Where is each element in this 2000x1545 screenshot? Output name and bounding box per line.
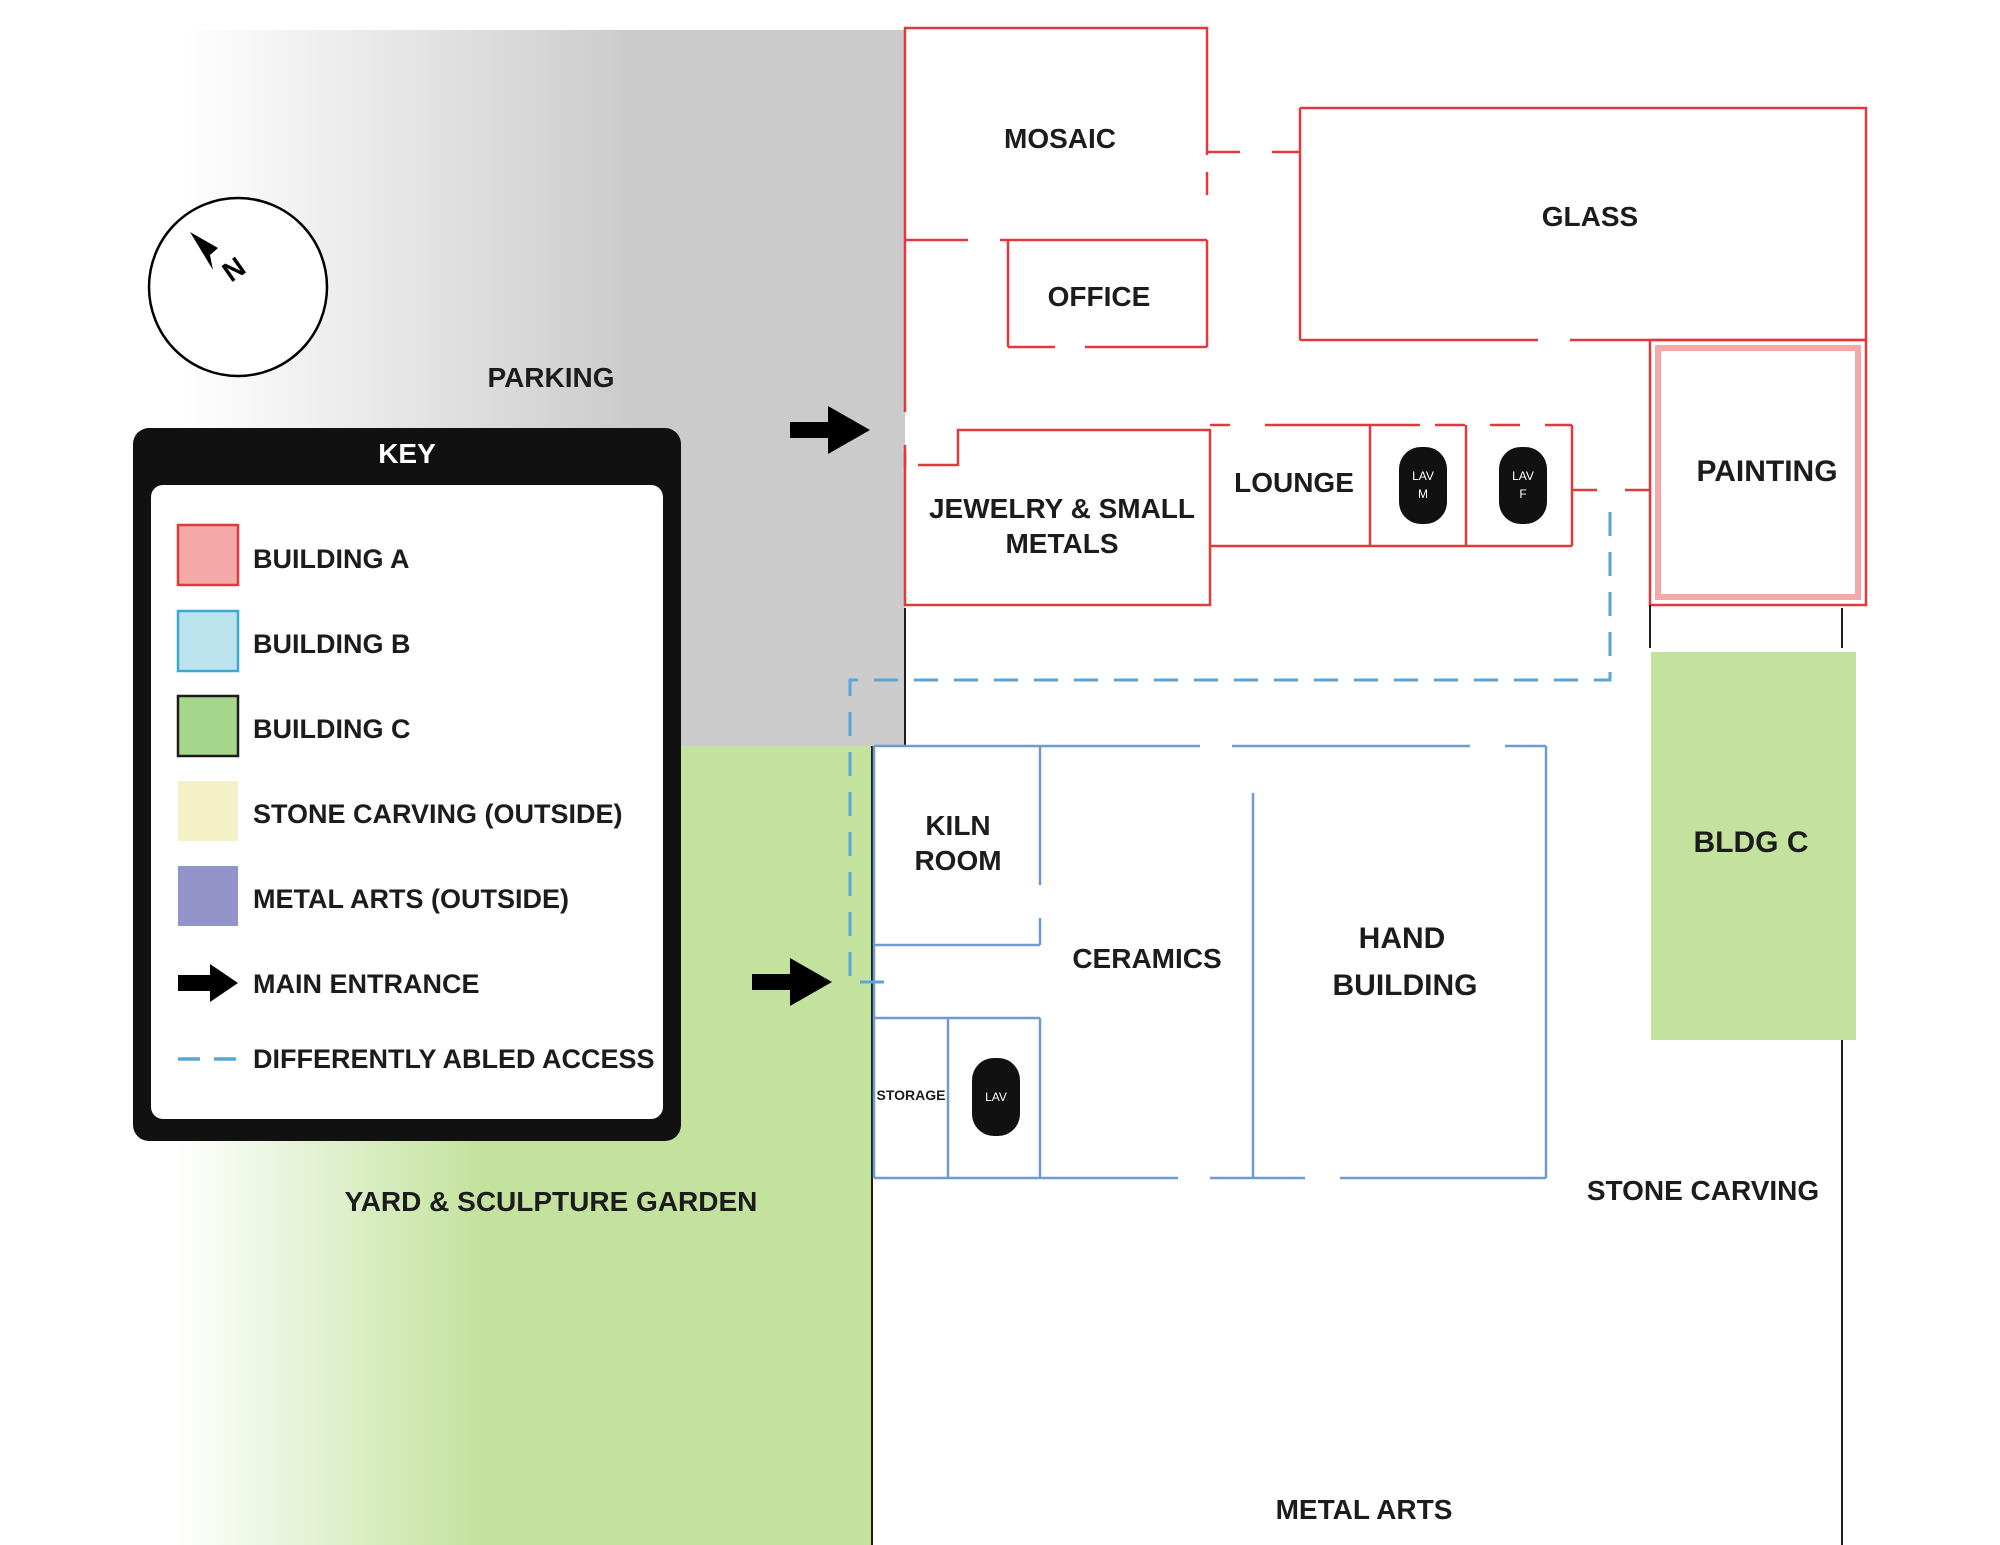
legend: KEY BUILDING A BUILDING B BUILDING C STO… xyxy=(133,428,681,1141)
svg-text:MAIN ENTRANCE: MAIN ENTRANCE xyxy=(253,969,480,999)
stone-carving-label: STONE CARVING xyxy=(1587,1175,1819,1206)
legend-item-building-c: BUILDING C xyxy=(176,694,411,758)
room-lounge: LOUNGE xyxy=(1234,467,1354,498)
svg-text:METAL ARTS (OUTSIDE): METAL ARTS (OUTSIDE) xyxy=(253,884,569,914)
metal-arts-label: METAL ARTS xyxy=(1276,1494,1453,1525)
svg-text:M: M xyxy=(1418,487,1428,501)
room-ceramics: CERAMICS xyxy=(1072,943,1221,974)
room-painting: PAINTING xyxy=(1696,455,1837,488)
legend-item-building-b: BUILDING B xyxy=(176,609,411,673)
legend-item-metal-arts: METAL ARTS (OUTSIDE) xyxy=(178,866,569,926)
site-boundary xyxy=(871,608,1843,1545)
building-c-label: BLDG C xyxy=(1694,826,1809,859)
svg-text:BUILDING A: BUILDING A xyxy=(253,544,410,574)
arrow-right-icon xyxy=(790,406,870,454)
room-kiln-line1: KILN xyxy=(925,810,990,841)
svg-text:STONE CARVING (OUTSIDE): STONE CARVING (OUTSIDE) xyxy=(253,799,623,829)
svg-text:LAV: LAV xyxy=(1512,469,1534,483)
room-hand-line2: BUILDING xyxy=(1333,969,1478,1002)
svg-text:LAV: LAV xyxy=(1412,469,1434,483)
building-b xyxy=(872,744,1548,1180)
room-jewelry-line1: JEWELRY & SMALL xyxy=(929,493,1195,524)
svg-text:BUILDING C: BUILDING C xyxy=(253,714,411,744)
arrow-right-icon xyxy=(178,964,238,1002)
legend-item-building-a: BUILDING A xyxy=(176,523,410,587)
arrow-right-icon xyxy=(752,958,832,1006)
lav-m-badge: LAV M xyxy=(1399,447,1447,524)
north-compass-icon: N xyxy=(147,196,329,378)
building-c xyxy=(1651,652,1856,1040)
legend-item-access: DIFFERENTLY ABLED ACCESS xyxy=(178,1044,655,1074)
building-a xyxy=(903,26,1868,607)
yard-label: YARD & SCULPTURE GARDEN xyxy=(345,1186,758,1217)
svg-text:BUILDING B: BUILDING B xyxy=(253,629,411,659)
svg-text:LAV: LAV xyxy=(985,1090,1007,1104)
lav-badge: LAV xyxy=(972,1058,1020,1136)
legend-item-stone-carving: STONE CARVING (OUTSIDE) xyxy=(178,781,623,841)
accessibility-path xyxy=(848,512,1612,984)
room-office: OFFICE xyxy=(1048,281,1151,312)
room-jewelry-line2: METALS xyxy=(1005,528,1118,559)
parking-label: PARKING xyxy=(487,362,614,393)
legend-title: KEY xyxy=(378,438,436,469)
room-glass: GLASS xyxy=(1542,201,1638,232)
lav-f-badge: LAV F xyxy=(1499,447,1547,524)
room-kiln-line2: ROOM xyxy=(914,845,1001,876)
room-hand-line1: HAND xyxy=(1359,922,1446,955)
room-storage: STORAGE xyxy=(877,1087,946,1103)
room-mosaic: MOSAIC xyxy=(1004,123,1116,154)
svg-text:F: F xyxy=(1519,487,1526,501)
svg-text:DIFFERENTLY ABLED ACCESS: DIFFERENTLY ABLED ACCESS xyxy=(253,1044,655,1074)
legend-item-main-entrance: MAIN ENTRANCE xyxy=(178,964,480,1002)
